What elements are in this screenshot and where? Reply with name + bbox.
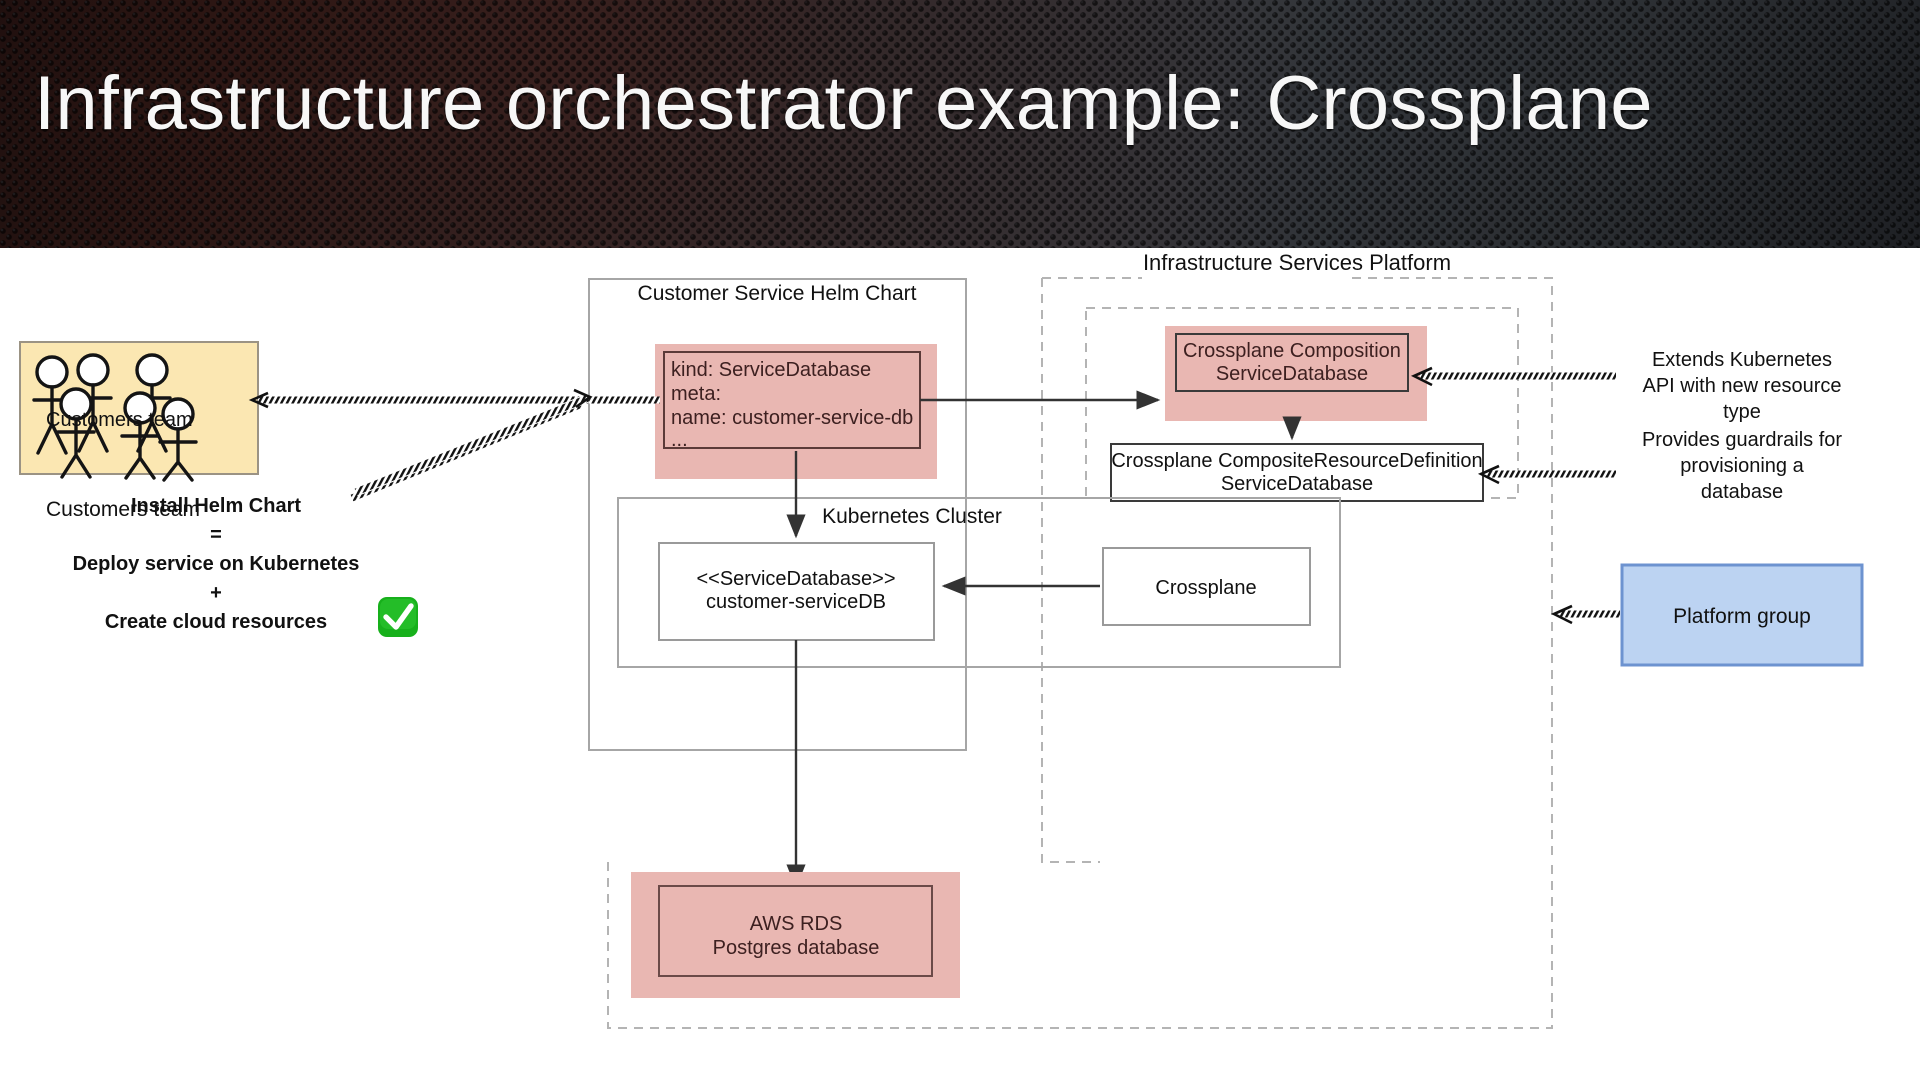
service-database-line-1: <<ServiceDatabase>> [696, 568, 895, 590]
extends-note-line-1: Extends Kubernetes [1652, 349, 1832, 371]
xrd-line-2: ServiceDatabase [1221, 473, 1373, 495]
service-database-resource-box[interactable]: <<ServiceDatabase>> customer-serviceDB [658, 542, 935, 641]
aws-rds-line-1: AWS RDS [750, 913, 843, 935]
kubernetes-cluster-title: Kubernetes Cluster [822, 505, 1002, 528]
architecture-diagram: Infrastructure Services Platform [0, 248, 1920, 1080]
slide-header-bar: Infrastructure orchestrator example: Cro… [0, 0, 1920, 248]
crossplane-xrd-box[interactable]: Crossplane CompositeResourceDefinition S… [1110, 443, 1484, 502]
aws-rds-line-2: Postgres database [713, 937, 880, 959]
kubernetes-cluster-box[interactable]: Kubernetes Cluster [617, 497, 1341, 668]
link-helmchart-to-install-note-visual [354, 388, 593, 497]
extends-note-line-3: type [1723, 401, 1761, 423]
customers-team-label: Customers team [46, 409, 193, 431]
service-database-line-2: customer-serviceDB [706, 591, 886, 613]
page-title: Infrastructure orchestrator example: Cro… [34, 61, 1653, 146]
manifest-line-1: kind: ServiceDatabase [671, 359, 871, 381]
install-note-line-3: Deploy service on Kubernetes [73, 553, 360, 575]
link-customers-to-helmchart [248, 391, 660, 409]
install-note-line-4: + [210, 582, 222, 604]
helm-chart-title: Customer Service Helm Chart [638, 282, 917, 305]
xrd-line-1: Crossplane CompositeResourceDefinition [1111, 450, 1482, 472]
platform-group-label: Platform group [1673, 605, 1811, 628]
platform-boundary-label: Infrastructure Services Platform [1143, 250, 1451, 275]
platform-group-box[interactable]: Platform group [1620, 563, 1864, 667]
guardrails-note-line-3: database [1701, 481, 1783, 503]
manifest-line-4: ... [671, 429, 688, 451]
stick-figure-group [32, 353, 198, 482]
composition-line-1: Crossplane Composition [1183, 340, 1401, 362]
link-xrd-to-guardrails-note [1477, 464, 1616, 485]
guardrails-note-line-1: Provides guardrails for [1642, 429, 1842, 451]
composition-line-2: ServiceDatabase [1216, 363, 1368, 385]
install-note-line-1: Install Helm Chart [131, 495, 301, 517]
manifest-line-2: meta: [671, 383, 721, 405]
infrastructure-services-platform-boundary: Infrastructure Services Platform [1041, 250, 1553, 863]
extends-note-line-2: API with new resource [1643, 375, 1842, 397]
crossplane-controller-label: Crossplane [1155, 577, 1256, 599]
manifest-line-3: name: customer-service-db [671, 407, 913, 429]
link-composition-to-extends-note [1410, 366, 1616, 387]
crossplane-controller-box[interactable]: Crossplane [1102, 547, 1311, 626]
cloud-provider-boundary [607, 862, 1553, 1029]
annotation-provides-guardrails: Provides guardrails for provisioning a d… [1642, 429, 1842, 503]
guardrails-note-line-2: provisioning a [1680, 455, 1804, 477]
install-helm-chart-note: Install Helm Chart = Deploy service on K… [73, 495, 360, 633]
customers-team-box[interactable]: Customers team [19, 341, 259, 482]
link-platform-group-to-boundary [1550, 604, 1620, 625]
crossplane-composition-box[interactable]: Crossplane Composition ServiceDatabase [1165, 326, 1427, 421]
customers-team-caption: Customers team [46, 498, 200, 521]
aws-rds-box[interactable]: AWS RDS Postgres database [631, 872, 960, 998]
white-check-mark-icon [378, 597, 418, 637]
install-note-line-2: = [210, 524, 222, 546]
install-note-line-5: Create cloud resources [105, 611, 327, 633]
annotation-extends-kubernetes-api: Extends Kubernetes API with new resource… [1643, 349, 1842, 423]
